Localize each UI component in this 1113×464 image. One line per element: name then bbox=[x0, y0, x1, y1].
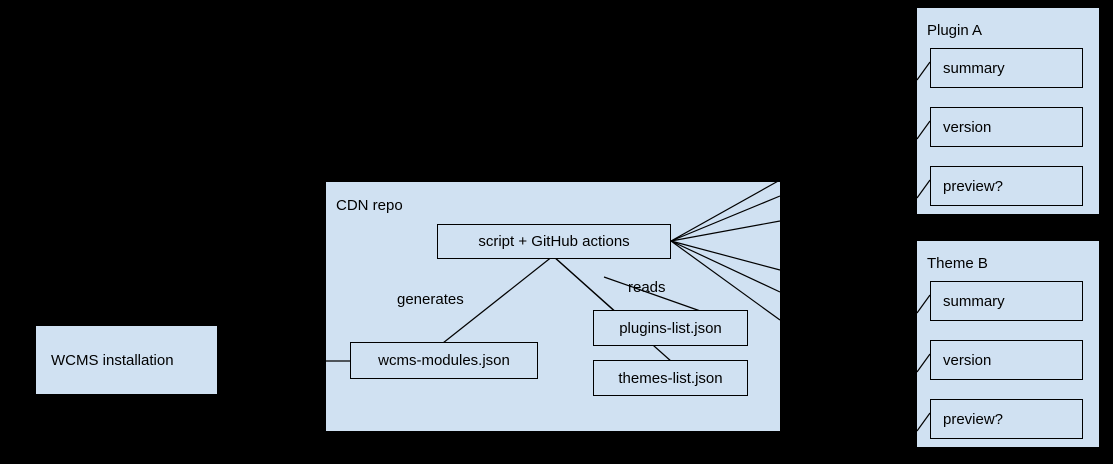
generates-edge-label: generates bbox=[397, 291, 464, 308]
edge-script-fan-5 bbox=[670, 240, 781, 293]
wcms-installation-node[interactable]: WCMS installation bbox=[36, 326, 217, 394]
edge-script-fan-2 bbox=[670, 195, 781, 242]
edge-theme-b-preview bbox=[916, 412, 931, 432]
plugin-a-field-summary-label: summary bbox=[943, 59, 1005, 77]
edge-plugin-a-summary bbox=[916, 61, 931, 81]
script-github-actions-node[interactable]: script + GitHub actions bbox=[437, 224, 671, 259]
theme-b-field-summary-label: summary bbox=[943, 292, 1005, 310]
theme-b-title: Theme B bbox=[927, 255, 988, 272]
cdn-repo-title: CDN repo bbox=[336, 197, 403, 214]
edge-script-fan-3 bbox=[670, 220, 781, 242]
plugin-a-field-summary[interactable]: summary bbox=[930, 48, 1083, 88]
plugin-a-field-version-label: version bbox=[943, 118, 992, 136]
wcms-modules-json-node[interactable]: wcms-modules.json bbox=[350, 342, 538, 379]
plugin-a-field-preview-label: preview? bbox=[943, 177, 1004, 195]
edge-plugin-a-version bbox=[916, 120, 931, 140]
themes-list-json-label: themes-list.json bbox=[618, 369, 723, 387]
themes-list-json-node[interactable]: themes-list.json bbox=[593, 360, 748, 396]
theme-b-field-preview-label: preview? bbox=[943, 410, 1004, 428]
edge-script-to-themes-list bbox=[552, 255, 673, 363]
edge-reads-leader bbox=[603, 276, 707, 314]
edge-script-fan-6 bbox=[670, 240, 781, 321]
edge-script-fan-1 bbox=[670, 179, 781, 242]
wcms-installation-label: WCMS installation bbox=[51, 351, 174, 369]
plugins-list-json-label: plugins-list.json bbox=[619, 319, 722, 337]
edge-plugin-a-preview bbox=[916, 179, 931, 199]
wcms-modules-json-label: wcms-modules.json bbox=[378, 352, 510, 369]
plugins-list-json-node[interactable]: plugins-list.json bbox=[593, 310, 748, 346]
edge-script-fan-4 bbox=[670, 240, 781, 271]
theme-b-field-summary[interactable]: summary bbox=[930, 281, 1083, 321]
plugin-a-title: Plugin A bbox=[927, 22, 983, 39]
theme-b-field-version-label: version bbox=[943, 351, 992, 369]
reads-edge-label: reads bbox=[628, 279, 666, 296]
edge-script-to-wcms-modules bbox=[442, 255, 554, 344]
theme-b-field-preview[interactable]: preview? bbox=[930, 399, 1083, 439]
plugin-a-field-preview[interactable]: preview? bbox=[930, 166, 1083, 206]
plugin-a-field-version[interactable]: version bbox=[930, 107, 1083, 147]
edge-theme-b-summary bbox=[916, 294, 931, 314]
script-github-actions-label: script + GitHub actions bbox=[478, 233, 630, 250]
edge-theme-b-version bbox=[916, 353, 931, 373]
theme-b-field-version[interactable]: version bbox=[930, 340, 1083, 380]
